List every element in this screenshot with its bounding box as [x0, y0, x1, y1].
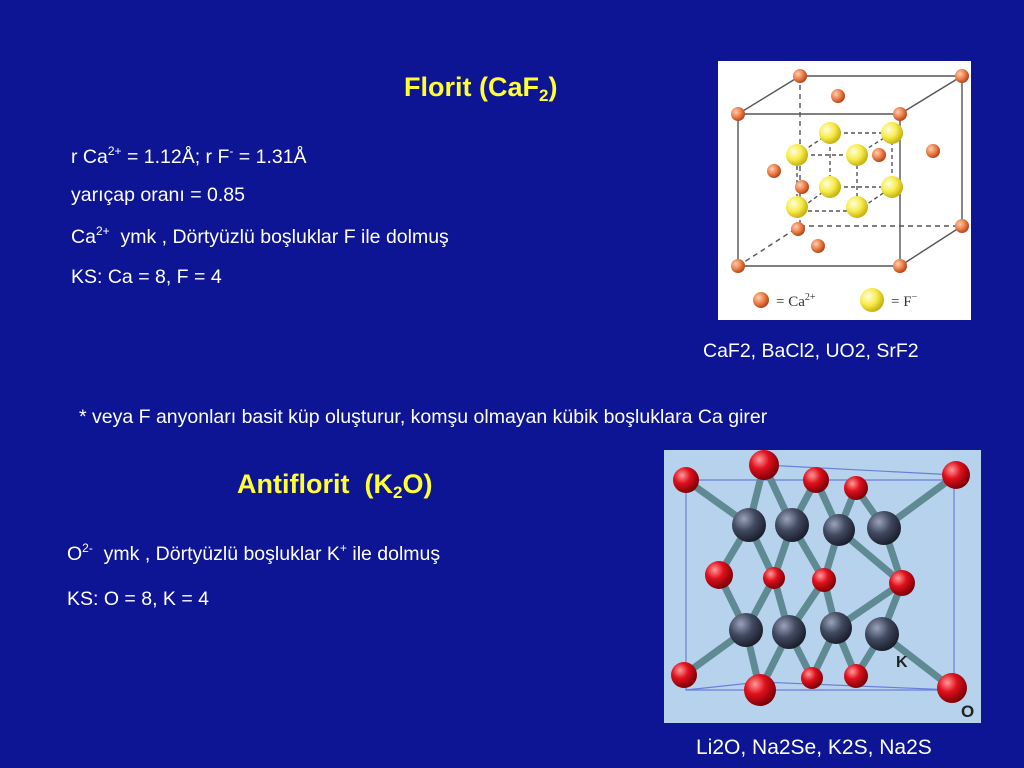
potassium-atom [865, 617, 899, 651]
fluoride-legend-charge: − [912, 292, 918, 303]
oxygen-atom [763, 567, 785, 589]
oxygen-atom [705, 561, 733, 589]
oxygen-atom [844, 664, 868, 688]
oxygen-atom [937, 673, 967, 703]
fluoride-atom [786, 144, 808, 166]
fluorite-note: * veya F anyonları basit küp oluşturur, … [79, 406, 768, 428]
ionic-radius-line: r Ca2+ = 1.12Å; r F- = 1.31Å [71, 144, 307, 168]
calcium-atom [893, 107, 907, 121]
calcium-legend-charge: 2+ [805, 292, 816, 303]
potassium-atom [772, 615, 806, 649]
potassium-atom [775, 508, 809, 542]
fluorite-structure-figure: = Ca2+ = F− [718, 61, 971, 320]
fluoride-atom [881, 176, 903, 198]
potassium-atom [867, 511, 901, 545]
calcium-atom [955, 219, 969, 233]
oxygen-label: O [961, 702, 974, 721]
antifluorite-examples: Li2O, Na2Se, K2S, Na2S [696, 736, 932, 759]
oxygen-atom [844, 476, 868, 500]
fluoride-atom [819, 176, 841, 198]
calcium-atom [926, 144, 940, 158]
calcium-atom [893, 259, 907, 273]
calcium-atom [831, 89, 845, 103]
oxygen-atom [801, 667, 823, 689]
potassium-atom [820, 612, 852, 644]
antifluorite-structure-figure: K O [664, 450, 981, 723]
fluoride-atom [786, 196, 808, 218]
oxygen-atoms [671, 450, 970, 706]
antiflorit-coordination-line: KS: O = 8, K = 4 [67, 588, 209, 610]
fluoride-legend-marker [860, 288, 884, 312]
oxygen-atom [671, 662, 697, 688]
potassium-atom [732, 508, 766, 542]
structure-legend: = Ca2+ = F− [753, 288, 918, 312]
fluoride-atom [846, 196, 868, 218]
potassium-atom [823, 514, 855, 546]
oxygen-atom [803, 467, 829, 493]
calcium-atom [731, 259, 745, 273]
calcium-legend-label: = Ca [776, 294, 805, 310]
fluoride-atom [881, 122, 903, 144]
antiflorit-holes-line: O2- ymk , Dörtyüzlü boşluklar K+ ile dol… [67, 541, 441, 565]
oxygen-atom [673, 467, 699, 493]
calcium-atom [793, 69, 807, 83]
fluoride-atoms [786, 122, 903, 218]
calcium-atom [795, 180, 809, 194]
antiflorit-title: Antiflorit (K2O) [237, 469, 433, 502]
potassium-label: K [896, 654, 908, 671]
potassium-atom [729, 613, 763, 647]
calcium-atom [731, 107, 745, 121]
florit-title: Florit (CaF2) [404, 72, 558, 105]
florit-holes-line: Ca2+ ymk , Dörtyüzlü boşluklar F ile dol… [71, 224, 449, 248]
florit-coordination-line: KS: Ca = 8, F = 4 [71, 266, 222, 288]
oxygen-atom [942, 461, 970, 489]
fluoride-legend-label: = F [891, 294, 912, 310]
fluoride-atom [819, 122, 841, 144]
calcium-legend-marker [753, 292, 769, 308]
oxygen-atom [749, 450, 779, 480]
calcium-atom [811, 239, 825, 253]
calcium-atoms [731, 69, 969, 273]
oxygen-atom [812, 568, 836, 592]
svg-text:= F−: = F− [891, 292, 918, 310]
potassium-atoms [729, 508, 901, 651]
oxygen-atom [744, 674, 776, 706]
svg-text:= Ca2+: = Ca2+ [776, 292, 816, 310]
calcium-atom [767, 164, 781, 178]
oxygen-atom [889, 570, 915, 596]
fluorite-examples: CaF2, BaCl2, UO2, SrF2 [703, 340, 919, 362]
fluoride-atom [846, 144, 868, 166]
radius-ratio-line: yarıçap oranı = 0.85 [71, 184, 245, 206]
calcium-atom [791, 222, 805, 236]
calcium-atom [955, 69, 969, 83]
calcium-atom [872, 148, 886, 162]
